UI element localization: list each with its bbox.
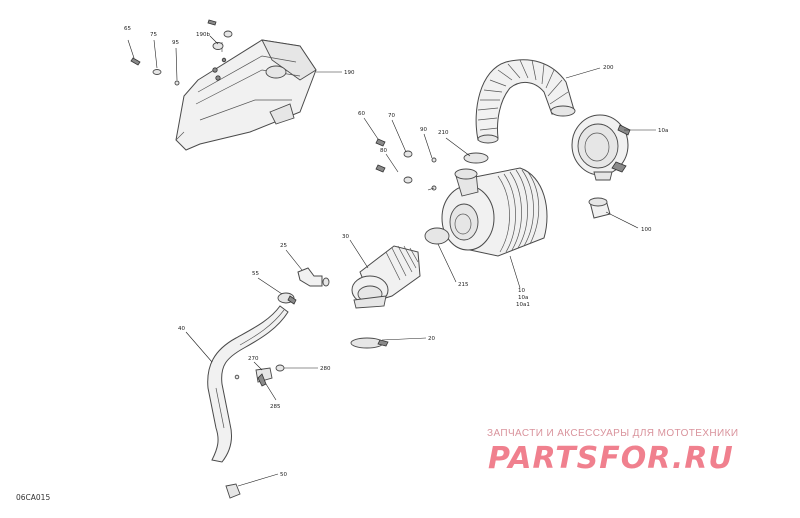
drain-fitting xyxy=(225,483,241,499)
elbow-fitting xyxy=(297,267,330,287)
clamps-upper xyxy=(424,152,489,245)
air-filter-box xyxy=(441,167,548,257)
callout-75: 75 xyxy=(150,32,157,38)
watermark-logo: PARTSFOR.RU xyxy=(488,441,734,476)
rubber-boot xyxy=(588,197,611,219)
callout-labels: 65 75 95 190b 190 200 10a 60 70 90 210 8… xyxy=(124,26,668,478)
airbox-cover xyxy=(571,114,631,181)
callout-25: 25 xyxy=(280,243,287,249)
callout-10a1: 10a1 xyxy=(516,302,530,308)
callout-200: 200 xyxy=(603,65,614,71)
hose-clamp-55 xyxy=(277,292,297,305)
leader-lines xyxy=(127,35,656,487)
callout-210: 210 xyxy=(438,130,449,136)
callout-60: 60 xyxy=(358,111,365,117)
corrugated-duct xyxy=(475,59,576,144)
callout-285: 285 xyxy=(270,404,281,410)
clamp-lower xyxy=(350,337,389,349)
callout-55: 55 xyxy=(252,271,259,277)
callout-40: 40 xyxy=(178,326,185,332)
airbox-fasteners xyxy=(375,138,437,191)
callout-280: 280 xyxy=(320,366,331,372)
watermark-tagline: ЗАПЧАСТИ И АКСЕССУАРЫ ДЛЯ МОТОТЕХНИКИ xyxy=(487,428,738,439)
callout-10: 10 xyxy=(518,288,525,294)
callout-10a: 10a xyxy=(518,295,528,301)
callout-95: 95 xyxy=(172,40,179,46)
callout-80: 80 xyxy=(380,148,387,154)
callout-65: 65 xyxy=(124,26,131,32)
callout-30: 30 xyxy=(342,234,349,240)
hose-fittings-mid xyxy=(234,364,285,387)
callout-100: 100 xyxy=(641,227,652,233)
callout-90: 90 xyxy=(420,127,427,133)
callout-10a-top: 10a xyxy=(658,128,668,134)
callout-190: 190 xyxy=(344,70,355,76)
intake-adapter xyxy=(351,245,421,309)
callout-20: 20 xyxy=(428,336,435,342)
drain-hose xyxy=(207,305,289,463)
silencer-hardware xyxy=(130,19,233,86)
watermark: ЗАПЧАСТИ И АКСЕССУАРЫ ДЛЯ МОТОТЕХНИКИ PA… xyxy=(487,428,738,476)
callout-190b: 190b xyxy=(196,32,210,38)
callout-70: 70 xyxy=(388,113,395,119)
diagram-code: 06CA015 xyxy=(16,493,50,502)
callout-215: 215 xyxy=(458,282,469,288)
silencer-housing xyxy=(175,39,317,151)
callout-270: 270 xyxy=(248,356,259,362)
callout-50: 50 xyxy=(280,472,287,478)
